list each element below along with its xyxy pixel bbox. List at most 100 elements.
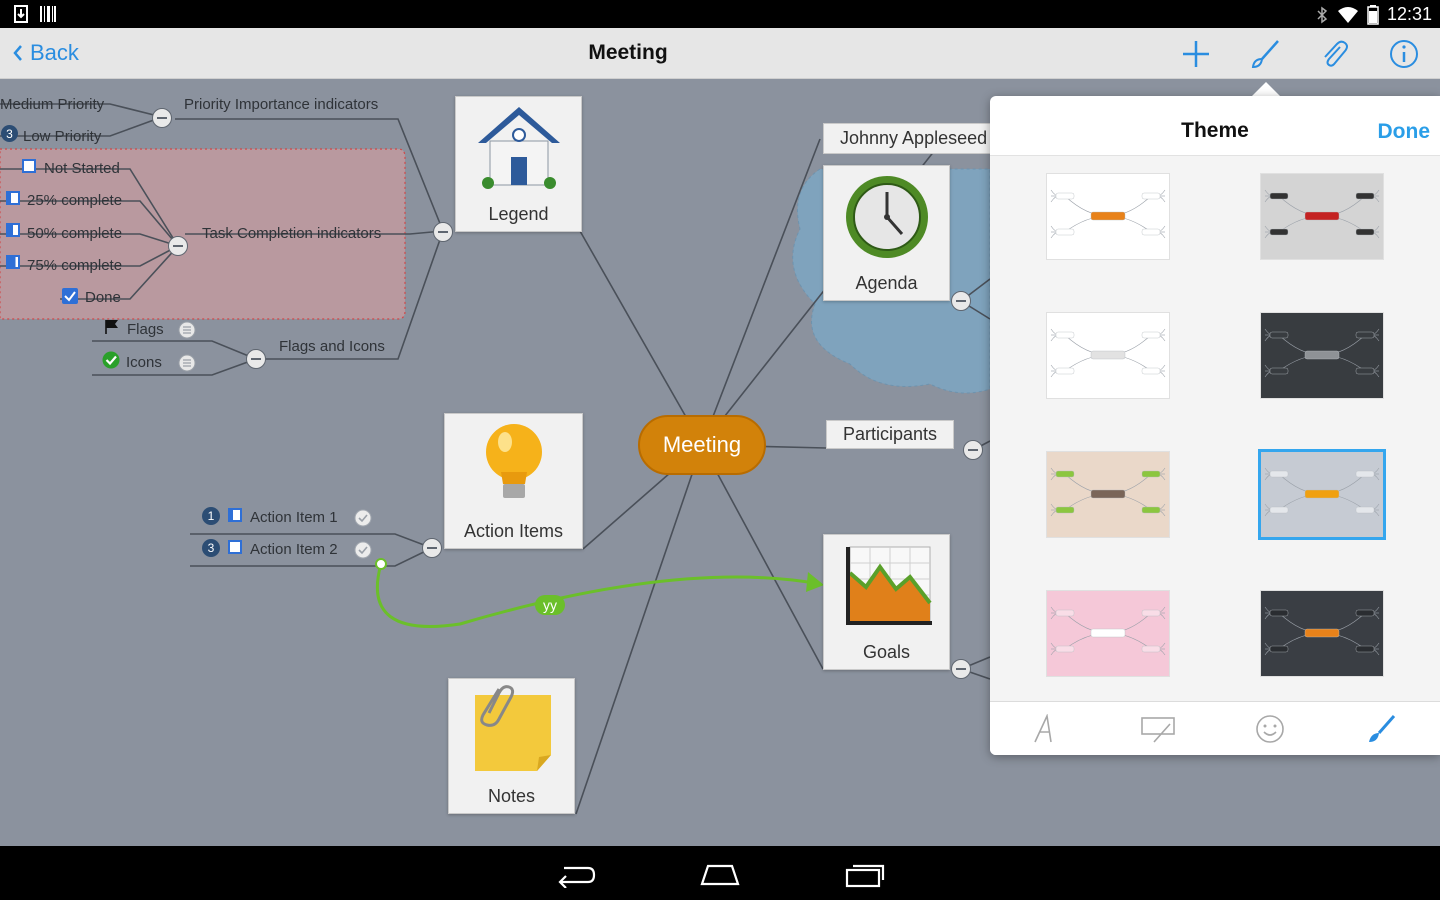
done-button[interactable]: Done xyxy=(1377,120,1431,143)
page-title: Meeting xyxy=(588,41,668,64)
action-items-node[interactable]: Action Items xyxy=(444,413,583,549)
wifi-icon xyxy=(1337,6,1358,23)
bluetooth-muted-icon xyxy=(1317,6,1328,23)
priority-badge: 1 xyxy=(202,507,220,525)
theme-preview xyxy=(1050,328,1166,378)
sticky-note-icon xyxy=(475,685,551,771)
complete-75-label[interactable]: 75% complete xyxy=(27,257,123,274)
theme-preview xyxy=(1264,328,1380,378)
check-circle-icon[interactable] xyxy=(354,541,372,559)
progress-25-icon xyxy=(228,508,242,522)
theme-preview xyxy=(1264,606,1380,656)
agenda-node-label: Agenda xyxy=(855,273,918,293)
clock: 12:31 xyxy=(1386,4,1432,24)
theme-preview xyxy=(1264,189,1380,239)
priority-badge: 3 xyxy=(1,125,18,142)
tab-icons[interactable] xyxy=(1250,712,1290,746)
priority-importance-label[interactable]: Priority Importance indicators xyxy=(184,96,379,113)
theme-thumbnail[interactable] xyxy=(1261,174,1383,259)
status-bar: 12:31 xyxy=(0,0,1440,28)
participants-node[interactable]: Participants xyxy=(826,420,955,449)
tab-text-style[interactable] xyxy=(1026,712,1066,746)
complete-25-label[interactable]: 25% complete xyxy=(27,192,123,209)
icons-label[interactable]: Icons xyxy=(126,354,162,371)
theme-preview xyxy=(1050,606,1166,656)
collapse-button[interactable] xyxy=(951,659,971,679)
tab-theme[interactable] xyxy=(1362,712,1402,746)
theme-thumbnail[interactable] xyxy=(1047,174,1169,259)
progress-25-icon xyxy=(6,191,20,205)
theme-header: Theme Done xyxy=(990,96,1440,156)
theme-thumbnail[interactable] xyxy=(1261,313,1383,398)
relationship-line[interactable] xyxy=(375,563,821,628)
check-circle-icon xyxy=(102,351,120,369)
format-tab-bar xyxy=(990,701,1440,755)
barcode-icon xyxy=(40,6,56,22)
collapse-button[interactable] xyxy=(168,236,188,256)
back-button[interactable]: Back xyxy=(12,40,79,66)
house-icon xyxy=(478,107,560,189)
nav-home-icon[interactable] xyxy=(698,860,742,888)
agenda-node[interactable]: Agenda xyxy=(823,165,950,301)
nav-recents-icon[interactable] xyxy=(843,860,887,888)
nav-back-icon[interactable] xyxy=(554,860,598,888)
paperclip-icon[interactable] xyxy=(1318,38,1350,70)
battery-icon xyxy=(1367,4,1379,25)
goals-node[interactable]: Goals xyxy=(823,534,950,670)
add-icon[interactable] xyxy=(1180,38,1212,70)
collapse-button[interactable] xyxy=(152,108,172,128)
theme-preview xyxy=(1264,467,1380,517)
complete-50-label[interactable]: 50% complete xyxy=(27,225,123,242)
text-style-icon xyxy=(1034,714,1052,743)
collapse-button[interactable] xyxy=(422,538,442,558)
action-item-label[interactable]: Action Item 2 xyxy=(250,541,338,558)
medium-priority-label[interactable]: Medium Priority xyxy=(0,96,105,113)
flag-icon xyxy=(105,320,118,334)
lightbulb-icon xyxy=(486,424,542,498)
done-label[interactable]: Done xyxy=(85,289,121,306)
theme-thumbnail[interactable] xyxy=(1047,591,1169,676)
collapse-button[interactable] xyxy=(246,349,266,369)
action-item-label[interactable]: Action Item 1 xyxy=(250,509,338,526)
progress-75-icon xyxy=(6,255,20,269)
app-bar: Back Meeting xyxy=(0,28,1440,79)
checkbox-checked-icon xyxy=(62,288,78,304)
navigation-bar xyxy=(0,846,1440,900)
info-icon[interactable] xyxy=(1388,38,1420,70)
theme-thumbnail[interactable] xyxy=(1261,452,1383,537)
checkbox-empty-icon xyxy=(22,159,36,173)
chevron-left-icon xyxy=(13,45,22,61)
brush-icon[interactable] xyxy=(1250,38,1282,70)
notes-node[interactable]: Notes xyxy=(448,678,575,814)
notes-indicator-icon[interactable] xyxy=(178,354,196,372)
collapse-button[interactable] xyxy=(963,440,983,460)
legend-node[interactable]: Legend xyxy=(455,96,582,232)
collapse-button[interactable] xyxy=(433,222,453,242)
collapse-button[interactable] xyxy=(951,291,971,311)
theme-thumbnail[interactable] xyxy=(1047,452,1169,537)
theme-thumbnail[interactable] xyxy=(1047,313,1169,398)
theme-grid xyxy=(990,156,1440,701)
checkbox-empty-icon xyxy=(228,540,242,554)
theme-popover: Theme Done xyxy=(990,96,1440,755)
not-started-label[interactable]: Not Started xyxy=(44,160,120,177)
flags-and-icons-label[interactable]: Flags and Icons xyxy=(279,338,385,355)
tab-topic-style[interactable] xyxy=(1138,712,1178,746)
task-completion-label[interactable]: Task Completion indicators xyxy=(202,225,382,242)
notes-node-label: Notes xyxy=(487,786,536,806)
action-items-node-label: Action Items xyxy=(463,521,564,541)
back-label: Back xyxy=(30,40,79,65)
johnny-appleseed-node[interactable]: Johnny Appleseed xyxy=(823,123,1005,154)
check-circle-icon[interactable] xyxy=(354,509,372,527)
theme-preview xyxy=(1050,467,1166,517)
progress-50-icon xyxy=(6,223,20,237)
low-priority-label[interactable]: Low Priority xyxy=(23,128,102,145)
download-icon xyxy=(14,5,28,23)
relationship-label[interactable]: yy xyxy=(535,595,565,615)
legend-node-label: Legend xyxy=(488,204,549,224)
flags-label[interactable]: Flags xyxy=(127,321,164,338)
brush-icon xyxy=(1369,715,1396,742)
theme-thumbnail[interactable] xyxy=(1261,591,1383,676)
notes-indicator-icon[interactable] xyxy=(178,321,196,339)
central-topic[interactable]: Meeting xyxy=(638,415,766,475)
